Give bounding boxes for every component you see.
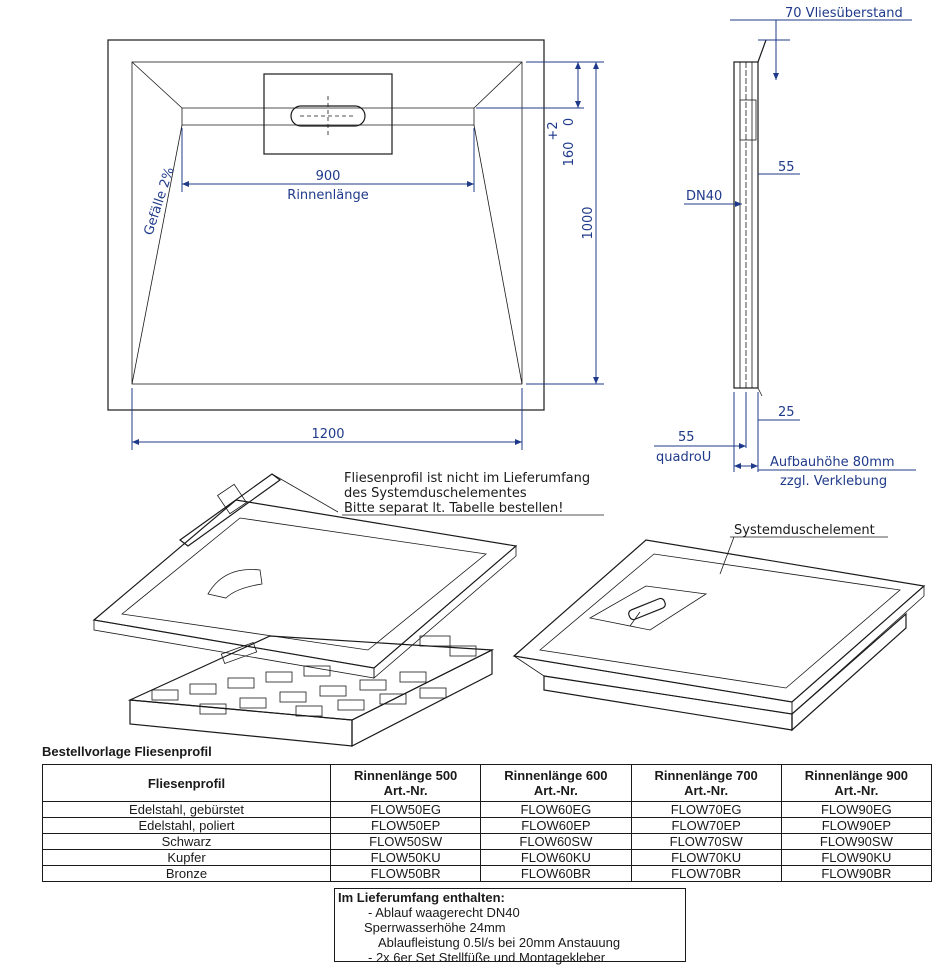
article-number: FLOW60SW [480,833,632,850]
dim-25: 25 [778,405,795,420]
header-sub: Art.-Nr. [684,783,729,798]
article-number: FLOW50EG [329,801,482,818]
article-number: FLOW50BR [329,865,482,882]
article-number: FLOW50EP [329,817,482,834]
width-value: 1200 [311,427,344,442]
dim-zero: 0 [562,118,577,126]
side-view: 70 Vliesüberstand 55 DN40 25 55 quadroU … [654,6,916,489]
note-line-3: Bitte separat lt. Tabelle bestellen! [344,501,564,516]
header-title: Rinnenlänge 600 [504,768,608,783]
article-number: FLOW60KU [480,849,632,866]
depth-value: 1000 [581,206,596,239]
article-number: FLOW90EG [780,801,933,818]
exploded-tray-top [92,499,518,669]
plan-view: 900 Rinnenlänge Gefälle 2% 1200 1000 160… [107,39,604,450]
row-name: Edelstahl, poliert [42,817,331,834]
article-number: FLOW70BR [630,865,782,882]
article-number: FLOW90SW [780,833,933,850]
header-sub: Art.-Nr. [383,783,428,798]
scope-line: - 2x 6er Set Stellfüße und Montagekleber [368,950,606,965]
iso-view-exploded: Fliesenprofil ist nicht im Lieferumfang … [92,471,604,747]
article-number: FLOW70EP [630,817,782,834]
order-table-title: Bestellvorlage Fliesenprofil [42,744,212,759]
tray-inner-edge [131,61,523,385]
article-number: FLOW90KU [780,849,933,866]
dim-plus2: +2 [546,121,561,140]
table-row: Bronze FLOW50BR FLOW60BR FLOW70BR FLOW90… [42,865,933,882]
assembled-drain-cover [588,585,708,631]
article-number: FLOW60EG [480,801,632,818]
side-drain [739,99,757,141]
drain-cover [263,73,393,155]
header-title: Rinnenlänge 500 [353,768,458,783]
scope-heading: Im Lieferumfang enthalten: [338,890,505,905]
row-name: Edelstahl, gebürstet [42,801,331,818]
row-name: Bronze [42,865,331,882]
iso-view-assembled: Systemduschelement [512,523,926,732]
header-sub: Art.-Nr. [533,783,578,798]
article-number: FLOW50KU [329,849,482,866]
tray-outline [107,39,545,411]
article-number: FLOW60BR [480,865,632,882]
element-label: Systemduschelement [734,523,875,538]
dim-55-top: 55 [778,160,795,175]
article-number: FLOW70EG [630,801,782,818]
article-number: FLOW90BR [780,865,933,882]
article-number: FLOW70KU [630,849,782,866]
fleece-label: 70 Vliesüberstand [785,6,903,21]
scope-line: - Ablauf waagerecht DN40 [368,905,520,920]
article-number: FLOW90EP [780,817,933,834]
row-name: Schwarz [42,833,331,850]
table-row: Edelstahl, poliert FLOW50EP FLOW60EP FLO… [42,817,933,834]
scope-of-delivery-box: Im Lieferumfang enthalten: - Ablauf waag… [334,888,686,965]
article-number: FLOW60EP [480,817,632,834]
dim-55-bottom: 55 [678,430,695,445]
dn40-label: DN40 [686,189,722,204]
channel-length-value: 900 [316,169,341,184]
header-title: Rinnenlänge 900 [804,768,909,783]
tile-profile-bar [178,473,282,547]
note-line-1: Fliesenprofil ist nicht im Lieferumfang [344,471,590,486]
channel-length-label: Rinnenlänge [287,188,368,203]
header-profile: Fliesenprofil [42,764,331,802]
header-sub: Art.-Nr. [834,783,879,798]
support-grid-top [127,635,495,721]
adhesive-label: zzgl. Verklebung [780,474,887,489]
gradient-label: Gefälle 2% [142,165,178,237]
quadro-label: quadroU [656,450,711,465]
table-row: Schwarz FLOW50SW FLOW60SW FLOW70SW FLOW9… [42,833,933,850]
table-row: Kupfer FLOW50KU FLOW60KU FLOW70KU FLOW90… [42,849,933,866]
note-line-2: des Systemduschelementes [344,486,527,501]
article-number: FLOW50SW [329,833,482,850]
height-label: Aufbauhöhe 80mm [770,455,895,470]
exploded-drain [207,569,263,599]
scope-line: Ablaufleistung 0.5l/s bei 20mm Anstauung [378,935,621,950]
scope-line: Sperrwasserhöhe 24mm [364,920,506,935]
article-number: FLOW70SW [630,833,782,850]
header-title: Rinnenlänge 700 [654,768,758,783]
dim-160: 160 [562,142,577,167]
table-row: Edelstahl, gebürstet FLOW50EG FLOW60EG F… [42,801,933,818]
row-name: Kupfer [42,849,331,866]
